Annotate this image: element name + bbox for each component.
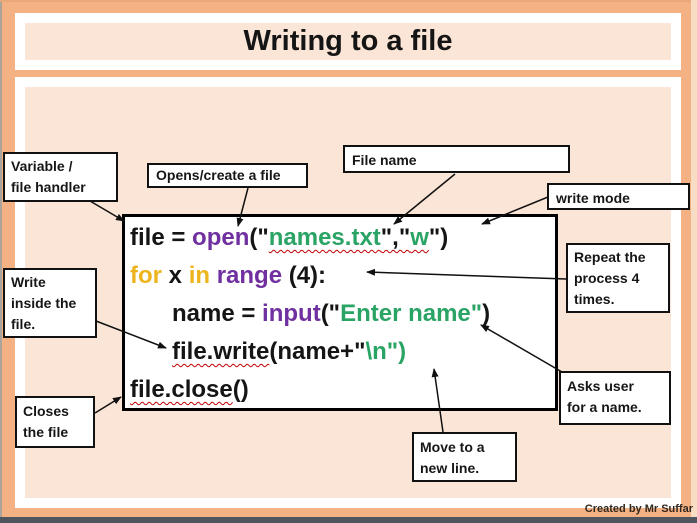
code-token: ): [482, 300, 491, 327]
callout-closes-file: Closes the file: [15, 396, 95, 448]
code-token: x: [168, 262, 189, 289]
callout-move-new-line: Move to a new line.: [412, 432, 517, 482]
code-token: input: [262, 300, 321, 327]
credit-text: Created by Mr Suffar: [584, 503, 693, 515]
code-token: Enter name: [340, 300, 471, 327]
code-token: name =: [172, 300, 263, 327]
callout-opens-create-file: Opens/create a file: [147, 163, 308, 188]
callout-write-inside-file: Write inside the file.: [3, 268, 97, 338]
code-line: file.write(name+"\n"): [125, 333, 555, 371]
code-token: file.write: [172, 338, 270, 365]
slide-edge-bottom: [0, 517, 697, 523]
code-token: (name+": [269, 338, 366, 365]
slide-edge-left: [0, 0, 2, 523]
code-line: for x in range (4):: [125, 257, 555, 295]
title-panel: Writing to a file: [15, 13, 681, 70]
code-token: in: [188, 262, 217, 289]
code-line: file.close(): [125, 371, 555, 409]
code-token: w: [410, 224, 429, 251]
code-token: for: [130, 262, 169, 289]
code-box: file = open("names.txt","w")for x in ran…: [122, 214, 558, 411]
code-token: (": [249, 224, 269, 251]
code-token: ",": [380, 224, 411, 251]
slide-edge-right: [691, 0, 697, 523]
callout-repeat-process: Repeat the process 4 times.: [566, 243, 670, 313]
code-token: "): [428, 224, 449, 251]
callout-variable-file-handler: Variable / file handler: [3, 152, 118, 202]
code-line: name = input("Enter name"): [125, 295, 555, 333]
code-token: range: [216, 262, 289, 289]
callout-file-name: File name: [343, 145, 570, 173]
callout-write-mode: write mode: [547, 183, 690, 210]
code-token: \n: [365, 338, 387, 365]
code-token: "): [386, 338, 407, 365]
code-lines: file = open("names.txt","w")for x in ran…: [125, 219, 555, 409]
code-token: (4):: [288, 262, 327, 289]
page-title: Writing to a file: [243, 25, 453, 57]
code-token: open: [192, 224, 250, 251]
code-line: file = open("names.txt","w"): [125, 219, 555, 257]
code-token: (): [232, 376, 249, 403]
code-token: ": [470, 300, 483, 327]
code-token: names.txt: [268, 224, 381, 251]
code-token: (": [320, 300, 341, 327]
code-token: file =: [130, 224, 193, 251]
slide-edge-top: [0, 0, 697, 2]
callout-asks-user-name: Asks user for a name.: [559, 371, 671, 425]
code-token: file.close: [130, 376, 233, 403]
